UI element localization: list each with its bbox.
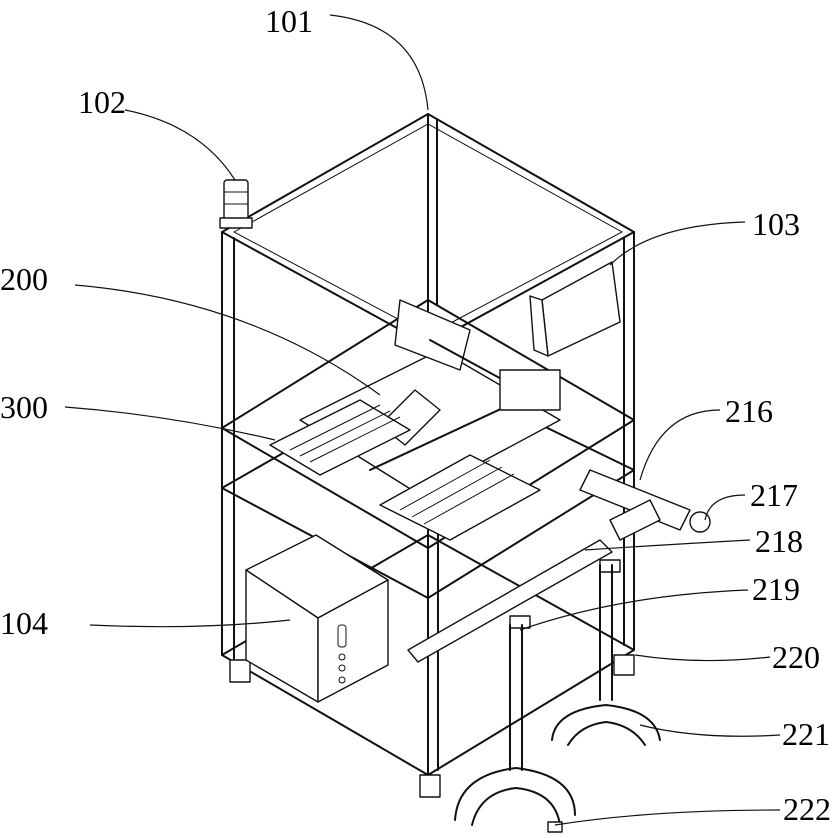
base-222 — [454, 767, 576, 833]
leader-216 — [639, 409, 721, 481]
leader-218 — [584, 539, 751, 551]
leader-lines — [64, 14, 781, 826]
leader-222 — [554, 809, 781, 826]
roller-217 — [689, 511, 711, 533]
leader-103 — [609, 221, 746, 266]
tray-300 — [269, 399, 541, 541]
label-220: 220 — [772, 639, 820, 675]
base-221 — [551, 704, 661, 746]
reference-labels: 101 102 103 200 300 216 217 218 219 104 … — [0, 3, 831, 827]
label-219: 219 — [752, 571, 800, 607]
leader-300 — [64, 406, 276, 441]
leader-200 — [74, 284, 381, 396]
label-103: 103 — [752, 206, 800, 242]
label-218: 218 — [755, 523, 803, 559]
stand-220 — [509, 564, 613, 771]
label-300: 300 — [0, 389, 48, 425]
label-221: 221 — [782, 716, 830, 752]
leader-219 — [519, 589, 749, 631]
label-200: 200 — [0, 261, 48, 297]
conveyor-216 — [407, 469, 711, 663]
label-104: 104 — [0, 605, 48, 641]
leader-220 — [634, 654, 771, 662]
mechanism-200 — [299, 299, 561, 496]
leader-104 — [89, 619, 291, 628]
label-222: 222 — [783, 791, 831, 827]
leader-221 — [639, 724, 781, 737]
label-101: 101 — [265, 3, 313, 39]
control-box-103 — [529, 261, 621, 357]
signal-lamp-102 — [219, 179, 253, 229]
label-102: 102 — [78, 84, 126, 120]
clamp-219 — [599, 559, 621, 573]
electric-cabinet-104 — [245, 534, 389, 703]
label-216: 216 — [725, 393, 773, 429]
leader-101 — [329, 14, 429, 111]
leader-217 — [704, 494, 746, 521]
label-217: 217 — [750, 477, 798, 513]
leader-102 — [124, 109, 236, 181]
